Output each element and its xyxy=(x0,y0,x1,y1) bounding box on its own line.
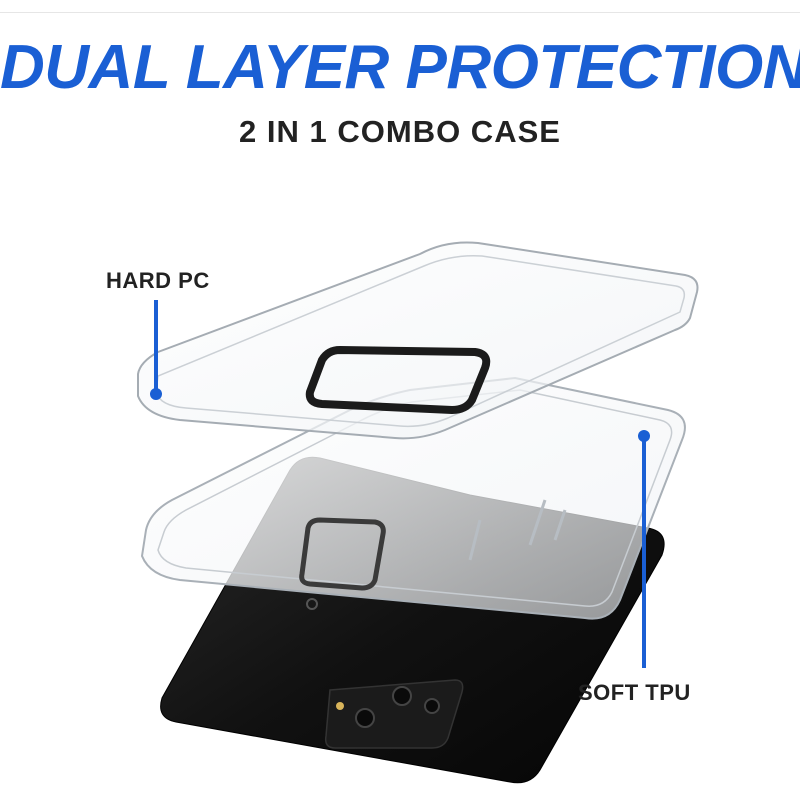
soft-tpu-callout-pointer xyxy=(638,430,650,668)
hard-pc-label: HARD PC xyxy=(106,268,210,293)
page-subtitle: 2 IN 1 COMBO CASE xyxy=(239,114,561,149)
hard-pc-callout-pointer xyxy=(150,300,162,400)
phone-camera-module-icon xyxy=(324,679,464,749)
top-divider xyxy=(0,12,800,13)
soft-tpu-label: SOFT TPU xyxy=(578,680,691,705)
page-title: DUAL LAYER PROTECTION xyxy=(0,33,800,102)
